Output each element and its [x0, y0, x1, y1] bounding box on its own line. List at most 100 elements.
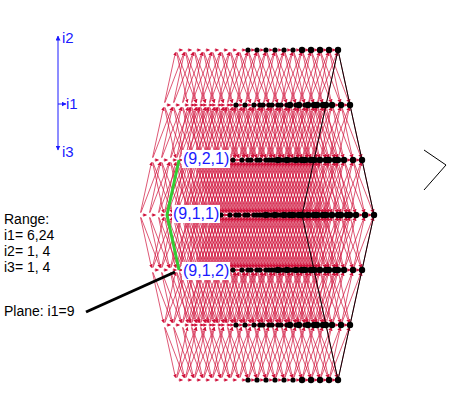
dependence-arrow [185, 325, 189, 326]
plane-marker [86, 160, 179, 312]
dependence-arrow [306, 107, 317, 157]
dependence-arrow [309, 107, 320, 157]
iteration-point [326, 267, 332, 273]
dependence-arrow [192, 52, 203, 102]
dependence-arrow [321, 327, 332, 377]
dependence-arrow [167, 105, 171, 106]
dependence-arrow [174, 327, 193, 377]
dependence-arrow [300, 327, 319, 377]
iteration-point [335, 377, 341, 383]
dependence-arrow [150, 217, 169, 267]
dependence-arrow [318, 162, 337, 212]
dependence-arrow [183, 52, 194, 102]
dependence-arrow [201, 327, 220, 377]
iteration-point [290, 47, 295, 52]
iteration-point [317, 267, 323, 273]
dependence-arrow [252, 107, 263, 157]
dependence-arrow [261, 107, 272, 157]
dependence-arrow [240, 217, 259, 267]
dependence-arrow [330, 107, 349, 157]
iteration-point [257, 267, 262, 272]
dependence-arrow [318, 272, 329, 322]
iteration-point [263, 377, 268, 382]
dependence-arrow [248, 105, 252, 106]
dependence-arrow [215, 50, 219, 51]
dependence-arrow [234, 272, 245, 322]
iteration-point [311, 267, 317, 273]
dependence-arrow [212, 325, 216, 326]
range-value: i1= 6,24 [4, 228, 54, 243]
iteration-point [335, 47, 341, 53]
dependence-arrow [213, 217, 224, 267]
iteration-point [254, 212, 259, 217]
dependence-arrow [230, 105, 234, 106]
dependence-arrow [246, 52, 257, 102]
axis-i1 [58, 104, 66, 105]
dependence-arrow [167, 325, 171, 326]
iteration-point [338, 102, 344, 108]
dependence-arrow [342, 217, 361, 267]
dependence-arrow [224, 215, 228, 216]
dependence-arrow [207, 272, 218, 322]
dependence-arrow [197, 380, 201, 381]
leader-line [86, 272, 175, 312]
dependence-arrow [264, 52, 283, 102]
dependence-arrow [150, 217, 161, 267]
dependence-arrow [318, 107, 337, 157]
iteration-point [305, 322, 311, 328]
dependence-arrow [288, 272, 299, 322]
axis-arrows [58, 36, 66, 150]
dependence-arrow [174, 52, 185, 102]
dependence-arrow [327, 217, 338, 267]
dependence-arrow [327, 107, 338, 157]
iteration-point [236, 212, 241, 217]
iteration-point [341, 157, 347, 163]
dependence-arrow [330, 272, 349, 322]
dependence-arrow [285, 162, 304, 212]
iteration-point [287, 322, 293, 328]
axis-i2 [58, 36, 59, 104]
iteration-point [350, 267, 356, 273]
iteration-point [335, 267, 341, 273]
dependence-arrow [300, 327, 311, 377]
iteration-point [290, 212, 296, 218]
iteration-point [314, 322, 320, 328]
dependence-arrow [162, 272, 173, 322]
dependence-arrow [237, 52, 248, 102]
iteration-point [266, 267, 271, 272]
dependence-arrow [291, 52, 310, 102]
dependence-arrow [285, 162, 296, 212]
dependence-arrow [255, 327, 274, 377]
dependence-arrow [251, 380, 255, 381]
axis-label: i3 [62, 144, 74, 161]
dependence-arrow [318, 107, 329, 157]
dependence-arrow [243, 272, 254, 322]
dependence-arrow [164, 160, 168, 161]
dependence-arrow [219, 327, 238, 377]
dependence-arrow [198, 272, 209, 322]
dependence-arrow [183, 327, 202, 377]
dependence-arrow [354, 217, 373, 267]
dependence-arrow [309, 272, 320, 322]
iteration-points [209, 47, 377, 383]
dependence-arrow [176, 105, 180, 106]
dependence-arrow [237, 327, 248, 377]
range-value: i3= 1, 4 [4, 260, 50, 275]
iteration-point [362, 212, 368, 218]
dependence-arrow [261, 107, 280, 157]
dependence-arrow [248, 325, 252, 326]
iteration-point [347, 102, 353, 108]
dependence-arrow [270, 107, 289, 157]
dependence-arrow [273, 327, 292, 377]
dependence-arrow [215, 380, 219, 381]
iteration-point [242, 102, 247, 107]
dependence-arrow [260, 50, 264, 51]
dependence-arrow [294, 162, 305, 212]
dependence-arrow [273, 327, 284, 377]
dependence-arrow [242, 50, 246, 51]
dependence-arrow [165, 52, 176, 102]
dependence-arrow [306, 272, 317, 322]
iteration-point [248, 267, 253, 272]
range-heading: Range: [4, 212, 49, 227]
dependence-arrow [204, 217, 223, 267]
